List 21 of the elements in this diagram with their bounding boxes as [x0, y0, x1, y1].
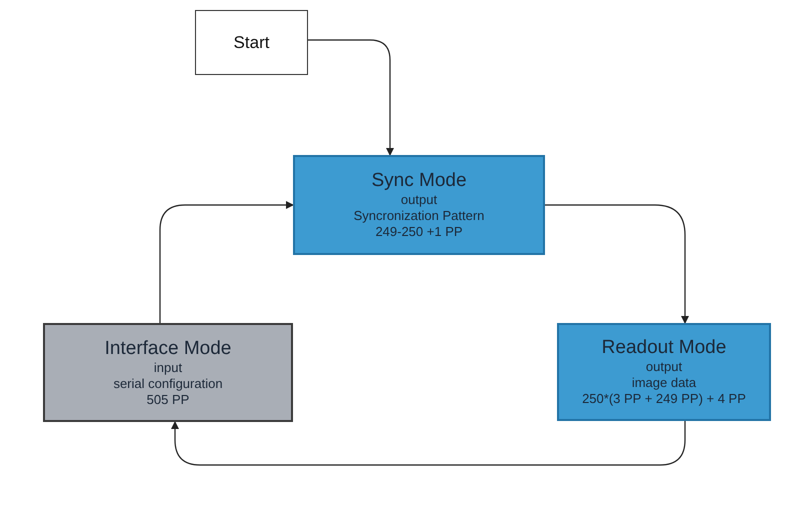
box-text: 250*(3 PP + 249 PP) + 4 PP — [582, 391, 746, 407]
box-title: Readout Mode — [602, 337, 726, 359]
arrow — [171, 421, 686, 466]
process-box — [195, 10, 308, 75]
box-text: Syncronization Pattern — [354, 208, 484, 224]
box-title: Start — [234, 32, 270, 54]
box-text: image data — [632, 375, 696, 391]
process-box — [293, 155, 545, 255]
box-text: input — [154, 360, 182, 376]
box-text: 249-250 +1 PP — [375, 224, 463, 240]
box-text: output — [646, 359, 682, 375]
process-box — [557, 323, 771, 421]
process-box — [43, 323, 293, 422]
box-text: 505 PP — [146, 392, 190, 408]
box-title: Interface Mode — [104, 338, 232, 360]
arrow — [545, 204, 689, 324]
box-text: serial configuration — [113, 376, 223, 392]
arrow — [159, 201, 294, 323]
box-text: output — [400, 192, 438, 208]
arrow — [308, 39, 394, 156]
box-title: Sync Mode — [371, 170, 467, 192]
